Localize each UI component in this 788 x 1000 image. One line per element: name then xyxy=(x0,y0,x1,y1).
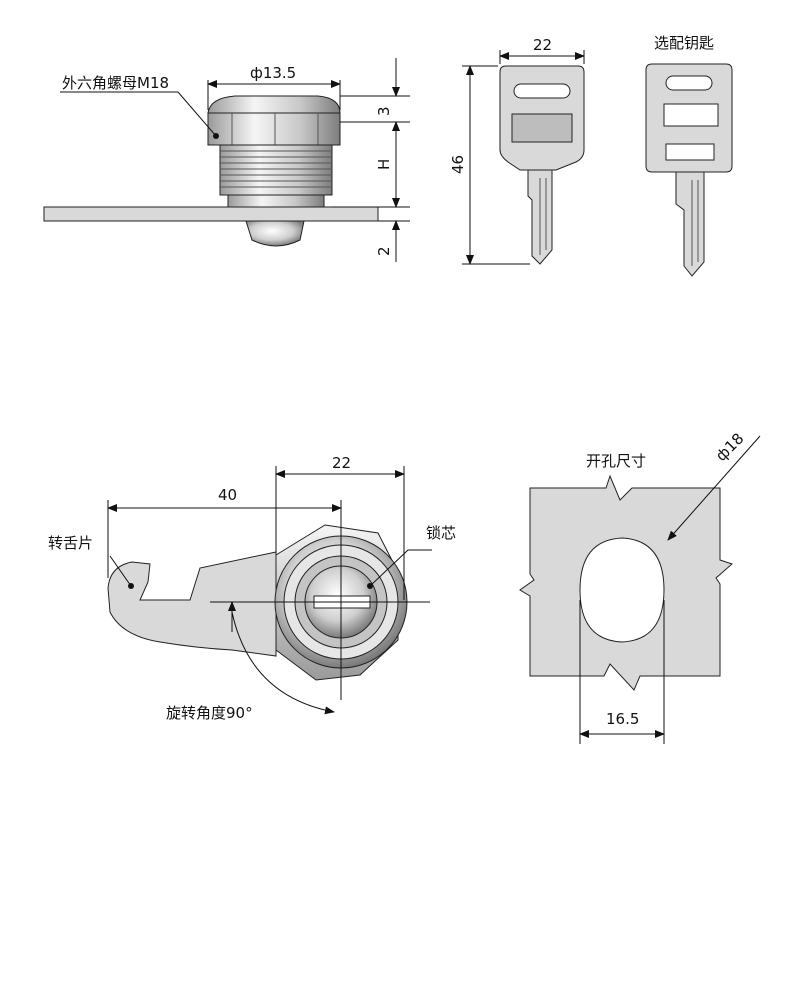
optional-key-slot xyxy=(665,75,713,91)
key-grip xyxy=(511,113,573,143)
dim-3: 3 xyxy=(375,106,393,116)
hex-nut-label: 外六角螺母M18 xyxy=(62,74,169,92)
cutout-label: 开孔尺寸 xyxy=(586,452,646,470)
dim-hole-flat: 16.5 xyxy=(606,710,639,728)
lock-head-cap xyxy=(207,95,341,114)
cutout-panel xyxy=(519,474,733,691)
bottom-stud xyxy=(245,220,305,247)
optional-key-grip xyxy=(665,143,715,161)
cam-tongue xyxy=(107,551,277,657)
optional-key-drawing: 选配钥匙 xyxy=(645,34,733,277)
key-slot xyxy=(513,83,571,99)
dim-nut-diameter: ф13.5 xyxy=(250,64,296,82)
cam-tongue-label: 转舌片 xyxy=(48,534,93,552)
dim-cam-length: 40 xyxy=(218,486,237,504)
side-view: 外六角螺母M18 ф13.5 3 H 2 xyxy=(43,58,410,262)
dim-hole-diameter: ф18 xyxy=(712,430,747,465)
thread-lines xyxy=(220,150,332,188)
cam-plate-side xyxy=(43,206,379,222)
dim-2: 2 xyxy=(375,246,393,256)
front-view: 转舌片 锁芯 40 22 旋转角度90° xyxy=(48,454,456,722)
optional-key-blade xyxy=(675,171,705,277)
rotation-arc xyxy=(231,611,335,715)
dim-h: H xyxy=(375,159,393,170)
dim-key-length: 46 xyxy=(449,155,467,174)
hex-nut xyxy=(207,112,341,146)
optional-key-window xyxy=(663,103,719,127)
cutout-drawing: 开孔尺寸 ф18 16.5 xyxy=(519,430,761,744)
optional-key-label: 选配钥匙 xyxy=(654,34,714,52)
lock-core-label: 锁芯 xyxy=(426,524,456,542)
dim-key-width: 22 xyxy=(533,36,552,54)
key-drawing: 22 46 xyxy=(449,36,585,265)
rotation-label: 旋转角度90° xyxy=(166,704,253,722)
dim-body-width: 22 xyxy=(332,454,351,472)
